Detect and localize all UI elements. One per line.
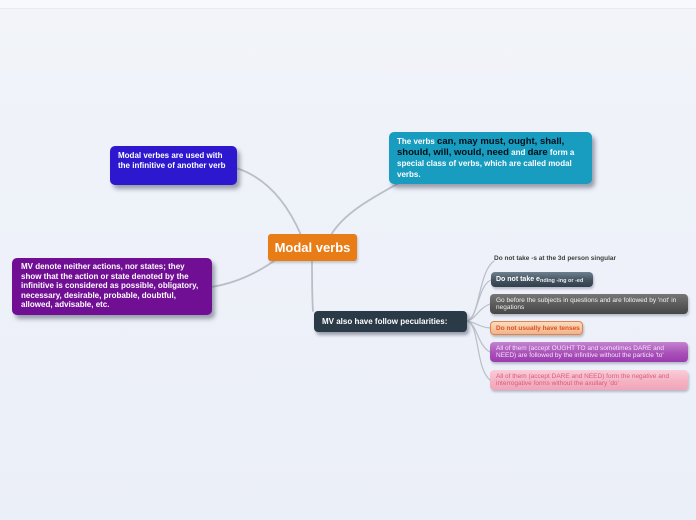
- node-modal-verbs-root[interactable]: Modal verbs: [268, 234, 357, 261]
- pecularity-item-text-small: nding -ing or -ed: [539, 278, 584, 284]
- pecularity-item-without-auxiliary-do[interactable]: All of them (accept DARE and NEED) form …: [490, 370, 688, 390]
- pecularity-item-text: All of them (accept OUGHT TO and sometim…: [496, 344, 664, 360]
- pecularities-node-text: MV also have follow pecularities:: [322, 317, 448, 326]
- definition-text-verbs: can, may must, ought, shall, should, wil…: [397, 136, 565, 158]
- node-usage[interactable]: Modal verbes are used with the infinitiv…: [110, 146, 237, 185]
- definition-text-conj: and: [511, 148, 526, 157]
- pecularity-item-text: Go before the subjects in questions and …: [496, 296, 677, 312]
- definition-text-tail: form a special class of verbs, which are…: [397, 148, 575, 179]
- pecularity-item-text: All of them (accept DARE and NEED) form …: [496, 372, 670, 388]
- node-pecularities[interactable]: MV also have follow pecularities:: [314, 311, 467, 332]
- pecularity-item-no-s[interactable]: Do not take -s at the 3d person singular: [494, 255, 616, 262]
- connector-pecularities-root: [311, 259, 314, 312]
- definition-text-dare: dare: [527, 147, 548, 158]
- connector-usage-root: [235, 167, 302, 236]
- pecularity-item-no-tenses[interactable]: Do not usually have tenses: [490, 321, 583, 335]
- node-definition[interactable]: The verbs can, may must, ought, shall, s…: [389, 132, 592, 184]
- pecularity-item-questions-negations[interactable]: Go before the subjects in questions and …: [490, 294, 688, 314]
- pecularity-item-text: Do not take -s at the 3d person singular: [494, 255, 617, 262]
- connector-item-3: [465, 303, 491, 322]
- denote-node-text: MV denote neither actions, nor states; t…: [21, 262, 199, 310]
- connector-item-4: [465, 320, 491, 329]
- definition-text-lead: The verbs: [397, 137, 435, 146]
- pecularity-item-text: Do not usually have tenses: [496, 324, 580, 332]
- node-denote[interactable]: MV denote neither actions, nor states; t…: [12, 258, 212, 315]
- root-node-label: Modal verbs: [274, 240, 351, 255]
- connector-definition-root: [330, 182, 400, 236]
- connector-item-5: [465, 320, 491, 353]
- usage-node-text: Modal verbes are used with the infinitiv…: [118, 151, 226, 170]
- connector-item-6: [465, 320, 491, 381]
- pecularity-item-text-main: Do not take e: [496, 276, 540, 283]
- canvas-top-strip: [0, 0, 696, 9]
- connector-denote-root: [210, 258, 278, 288]
- pecularity-item-infinitive-without-to[interactable]: All of them (accept OUGHT TO and sometim…: [490, 342, 688, 362]
- connector-item-2: [465, 279, 492, 322]
